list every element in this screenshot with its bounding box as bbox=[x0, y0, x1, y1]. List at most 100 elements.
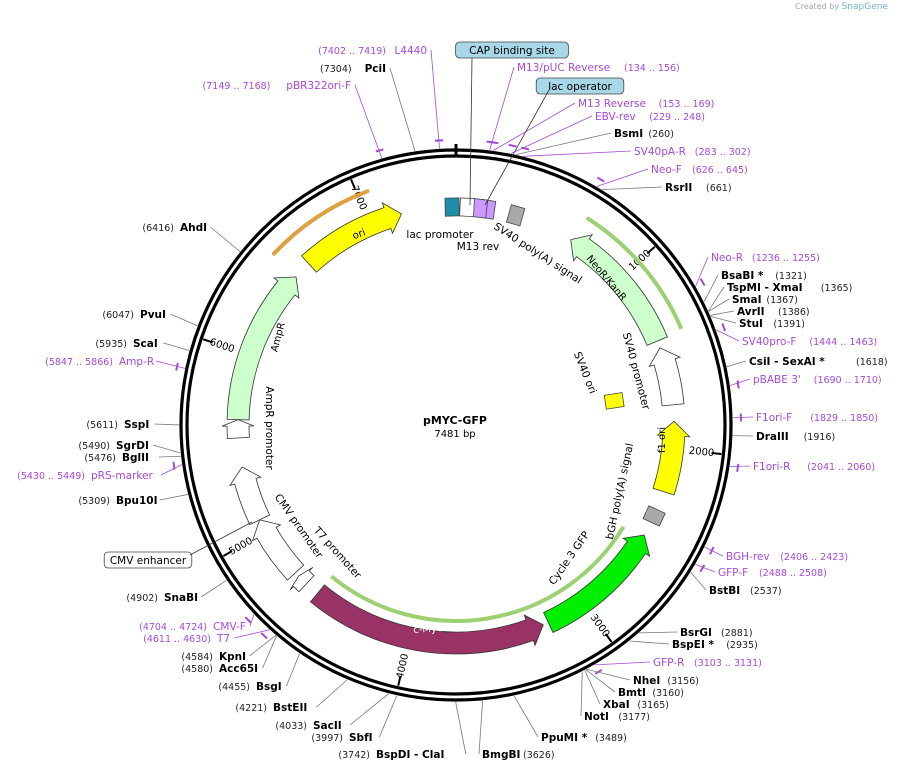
primer-mark-pbr322ori-f bbox=[375, 148, 384, 153]
feature-ampr-promoter bbox=[221, 419, 255, 440]
label-name-f1ori-f: F1ori-F bbox=[756, 412, 792, 424]
label-name-bsgi: BsgI bbox=[256, 681, 282, 693]
label-leader-bsrgi bbox=[639, 631, 678, 634]
label-pos-avrii: (1386) bbox=[778, 307, 810, 318]
label-pos-f1ori-r: (2041 .. 2060) bbox=[807, 462, 875, 473]
label-bstbi: BstBI(2537) bbox=[690, 571, 782, 597]
label-leader-f1ori-r bbox=[729, 465, 751, 468]
feature-cycle-3-gfp bbox=[543, 534, 651, 633]
label-pos-ebv-rev: (229 .. 248) bbox=[649, 112, 705, 123]
label-leader-prs-marker bbox=[160, 464, 183, 476]
label-pos-gfp-r: (3103 .. 3131) bbox=[694, 658, 762, 669]
plasmid-name: pMYC-GFP bbox=[423, 414, 487, 427]
label-leader-gfp-r bbox=[594, 661, 651, 666]
label-leader-nhei bbox=[586, 668, 631, 681]
label-pos-kpni: (4584) bbox=[181, 652, 213, 663]
label-bsteii: BstEII(4221) bbox=[235, 679, 348, 714]
feature-label-lac-promoter: lac promoter bbox=[406, 229, 474, 241]
primer-mark-cmv-f bbox=[244, 616, 252, 624]
label-pos-pvui: (6047) bbox=[102, 310, 134, 321]
label-pos-prs-marker: (5430 .. 5449) bbox=[17, 471, 85, 482]
label-ppumi: PpuMI *(3489) bbox=[513, 695, 627, 744]
feature-cmv-enhancer bbox=[229, 466, 271, 526]
label-leader-bglii bbox=[158, 455, 181, 458]
primer-mark-ebv-rev bbox=[508, 143, 517, 148]
primer-mark-neo-r bbox=[699, 278, 706, 287]
label-name-avrii: AvrII bbox=[737, 306, 765, 318]
label-pbabe-3: pBABE 3'(1690 .. 1710) bbox=[730, 374, 882, 389]
tick-mark-6000 bbox=[202, 338, 213, 344]
label-xbai: XbaI(3165) bbox=[584, 670, 669, 711]
tick-label-4000: 4000 bbox=[395, 653, 411, 680]
label-pos-pcii: (7304) bbox=[320, 64, 352, 75]
label-pos-sgrdi: (5490) bbox=[78, 441, 110, 452]
primer-mark-gfp-f bbox=[699, 564, 706, 573]
label-leader-bspdi-clai bbox=[455, 701, 467, 755]
snapgene-credit: Created by SnapGene bbox=[795, 2, 888, 12]
label-pcii: PciI(7304) bbox=[320, 63, 416, 152]
primer-mark-gfp-r bbox=[594, 668, 603, 675]
label-name-f1ori-r: F1ori-R bbox=[753, 461, 790, 473]
label-name-t7: T7 bbox=[216, 633, 230, 645]
label-pos-amp-r: (5847 .. 5866) bbox=[45, 357, 113, 368]
label-sbfi: SbfI(3997) bbox=[311, 695, 398, 744]
label-sv40pro-f: SV40pro-F(1444 .. 1463) bbox=[715, 323, 877, 348]
label-pos-smai: (1367) bbox=[766, 295, 798, 306]
label-pos-scai: (5935) bbox=[95, 339, 127, 350]
label-pos-draiii: (1916) bbox=[804, 432, 836, 443]
label-leader-pcii bbox=[389, 67, 416, 152]
label-pos-l4440: (7402 .. 7419) bbox=[318, 46, 386, 57]
label-sacii: SacII(4033) bbox=[275, 693, 389, 732]
boxed-label-lac-operator: lac operator bbox=[548, 81, 612, 93]
label-pos-acc65i: (4580) bbox=[181, 664, 213, 675]
cap-site-connector bbox=[469, 57, 473, 206]
feature-t7-promoter bbox=[289, 567, 315, 593]
label-pos-pbr322ori-f: (7149 .. 7168) bbox=[203, 81, 271, 92]
primer-mark-amp-r bbox=[175, 362, 179, 371]
label-bglii: BglII(5476) bbox=[84, 452, 181, 464]
feature-lac-promoter bbox=[459, 197, 475, 218]
label-leader-ahdi bbox=[210, 226, 241, 252]
label-pos-bpu10i: (5309) bbox=[78, 496, 110, 507]
snapgene-brand: SnapGene bbox=[841, 2, 888, 12]
label-pos-sacii: (4033) bbox=[275, 721, 307, 732]
boxed-label-lac-operator-box bbox=[535, 77, 625, 95]
label-gfp-r: GFP-R(3103 .. 3131) bbox=[594, 657, 762, 675]
label-name-draiii: DraIII bbox=[756, 431, 789, 443]
label-name-neo-f: Neo-F bbox=[651, 164, 682, 176]
label-name-kpni: KpnI bbox=[219, 651, 246, 663]
label-name-tspmi-xmai: TspMI - XmaI bbox=[727, 282, 803, 294]
label-name-bgh-rev: BGH-rev bbox=[726, 551, 770, 563]
label-pos-cmv-f: (4704 .. 4724) bbox=[139, 622, 207, 633]
label-draiii: DraIII (1916) bbox=[732, 431, 836, 443]
primer-mark-bgh-rev bbox=[709, 546, 715, 555]
feature-sv40-ori bbox=[603, 392, 625, 410]
label-pos-neo-r: (1236 .. 1255) bbox=[752, 253, 820, 264]
label-leader-f1ori-f bbox=[732, 416, 754, 419]
label-pos-sv40pa-r: (283 .. 302) bbox=[695, 147, 751, 158]
label-name-sspi: SspI bbox=[124, 419, 149, 431]
tick-label-3000: 3000 bbox=[588, 612, 612, 639]
tick-mark-7000 bbox=[350, 179, 356, 190]
feature-label-f1-ori: f1 ori bbox=[657, 427, 668, 453]
tick-label-6000: 6000 bbox=[208, 337, 236, 356]
label-bsgi: BsgI (4455) bbox=[218, 653, 300, 693]
feature-label-ori: ori bbox=[351, 227, 367, 242]
label-pos-sspi: (5611) bbox=[86, 420, 118, 431]
label-nhei: NheI(3156) bbox=[586, 668, 699, 687]
label-name-pvui: PvuI bbox=[140, 309, 166, 321]
label-leader-xbai bbox=[584, 670, 601, 705]
label-csii-sexai: CsiI - SexAI *(1618) bbox=[726, 356, 888, 368]
label-pos-f1ori-f: (1829 .. 1850) bbox=[810, 413, 878, 424]
label-acc65i: Acc65I(4580) bbox=[181, 635, 277, 675]
boxed-label-cmv-enhancer-box bbox=[103, 551, 193, 569]
label-leader-sgrdi bbox=[152, 444, 181, 454]
label-pos-pbabe-3: (1690 .. 1710) bbox=[814, 375, 882, 386]
label-leader-pbr322ori-f bbox=[354, 84, 383, 159]
credit-prefix: Created by bbox=[795, 2, 840, 11]
feature-sv40-promoter bbox=[648, 347, 685, 407]
label-bspei: BspEI *(2935) bbox=[629, 639, 758, 651]
label-pos-bsgi: (4455) bbox=[218, 682, 250, 693]
orf-highlight-amp bbox=[271, 189, 370, 256]
